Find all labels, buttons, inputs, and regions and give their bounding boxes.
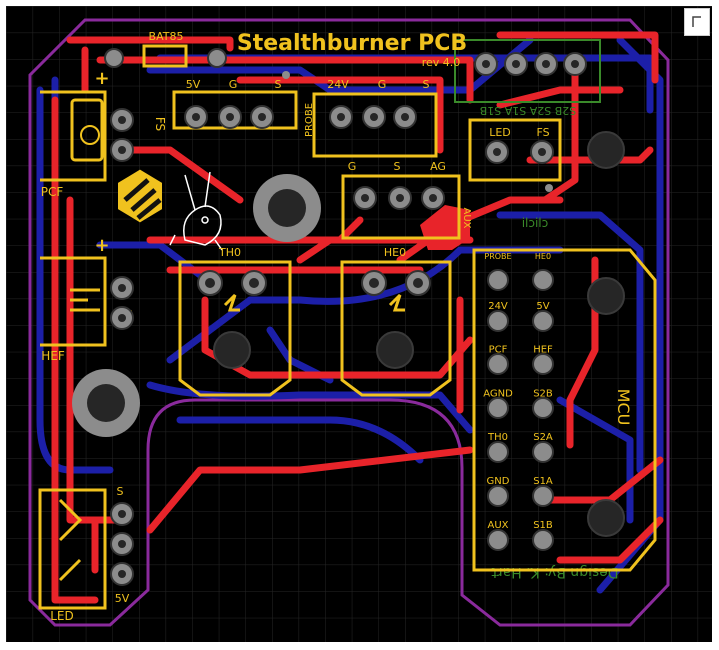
- via: [545, 184, 553, 192]
- mcu-pin-label: S2A: [533, 432, 553, 443]
- bat85-label: BAT85: [149, 30, 184, 43]
- mirrored-silk-text: clicli: [522, 216, 549, 230]
- mcu-pin-label: AUX: [487, 520, 508, 531]
- led-bottom-label: LED: [50, 609, 74, 623]
- mcu-pin-label: 24V: [488, 301, 508, 312]
- mcu-pin-label: HE0: [535, 252, 551, 261]
- pcf-label: PCF: [41, 185, 64, 199]
- mcu-pin-label: GND: [487, 476, 510, 487]
- fs-g-label: G: [229, 78, 238, 91]
- s-bottom-label: S: [117, 485, 124, 498]
- mcu-pin-label: PCF: [489, 345, 508, 356]
- 5v-bottom-label: 5V: [115, 592, 130, 605]
- plus-label-top: +: [94, 68, 109, 89]
- hazard-logo-icon: [118, 169, 162, 223]
- th0-label: TH0: [218, 246, 241, 259]
- board-revision: rev 4.0: [422, 56, 461, 69]
- fs-top-label: FS: [536, 126, 549, 139]
- fs-s-label: S: [275, 78, 282, 91]
- bunny-mascot-icon: [169, 171, 223, 251]
- probe-24v-label: 24V: [327, 78, 349, 91]
- mcu-pin-label: S2B: [533, 388, 553, 399]
- he0-label: HE0: [384, 246, 406, 259]
- mcu-pin-label: 5V: [536, 301, 549, 312]
- silkscreen-outlines: [38, 44, 657, 610]
- via: [282, 71, 290, 79]
- mcu-label: MCU: [614, 389, 633, 426]
- hef-label: HEF: [41, 349, 65, 363]
- pad-holes: [118, 60, 579, 578]
- aux-g-label: G: [348, 160, 357, 173]
- silkscreen-text: Stealthburner PCB rev 4.0 BAT85 FS PCF +…: [41, 30, 633, 623]
- aux-label: AUX: [461, 207, 472, 228]
- aux-s-label: S: [394, 160, 401, 173]
- mcu-pin-label: S1A: [533, 476, 553, 487]
- aux-ag-label: AG: [430, 160, 446, 173]
- probe-g-label: G: [378, 78, 387, 91]
- fs-side-label: FS: [153, 117, 167, 131]
- silk-bottom-connector: S2B S2A S1A S1B: [480, 104, 577, 117]
- board-title: Stealthburner PCB: [237, 31, 467, 56]
- mcu-pin-label: PROBE: [484, 252, 511, 261]
- corner-toggle-button[interactable]: [684, 8, 710, 36]
- plus-label-hef: +: [94, 235, 109, 256]
- mounting-holes: [72, 131, 625, 537]
- designer-credit: Design By: K. Hart: [491, 564, 619, 580]
- corner-arrow-icon: [692, 16, 701, 27]
- probe-s-label: S: [423, 78, 430, 91]
- led-top-label: LED: [489, 126, 511, 139]
- mcu-pin-label: AGND: [483, 388, 513, 399]
- bottom-silkscreen: S2B S2A S1A S1B Design By: K. Hart clicl…: [454, 39, 619, 580]
- mcu-pin-label: TH0: [487, 432, 508, 443]
- board-outline: [28, 18, 670, 627]
- mcu-pin-label: S1B: [533, 520, 553, 531]
- probe-vertical-label: PROBE: [304, 103, 315, 137]
- fs-5v-label: 5V: [186, 78, 201, 91]
- mcu-pin-label: HEF: [533, 345, 553, 356]
